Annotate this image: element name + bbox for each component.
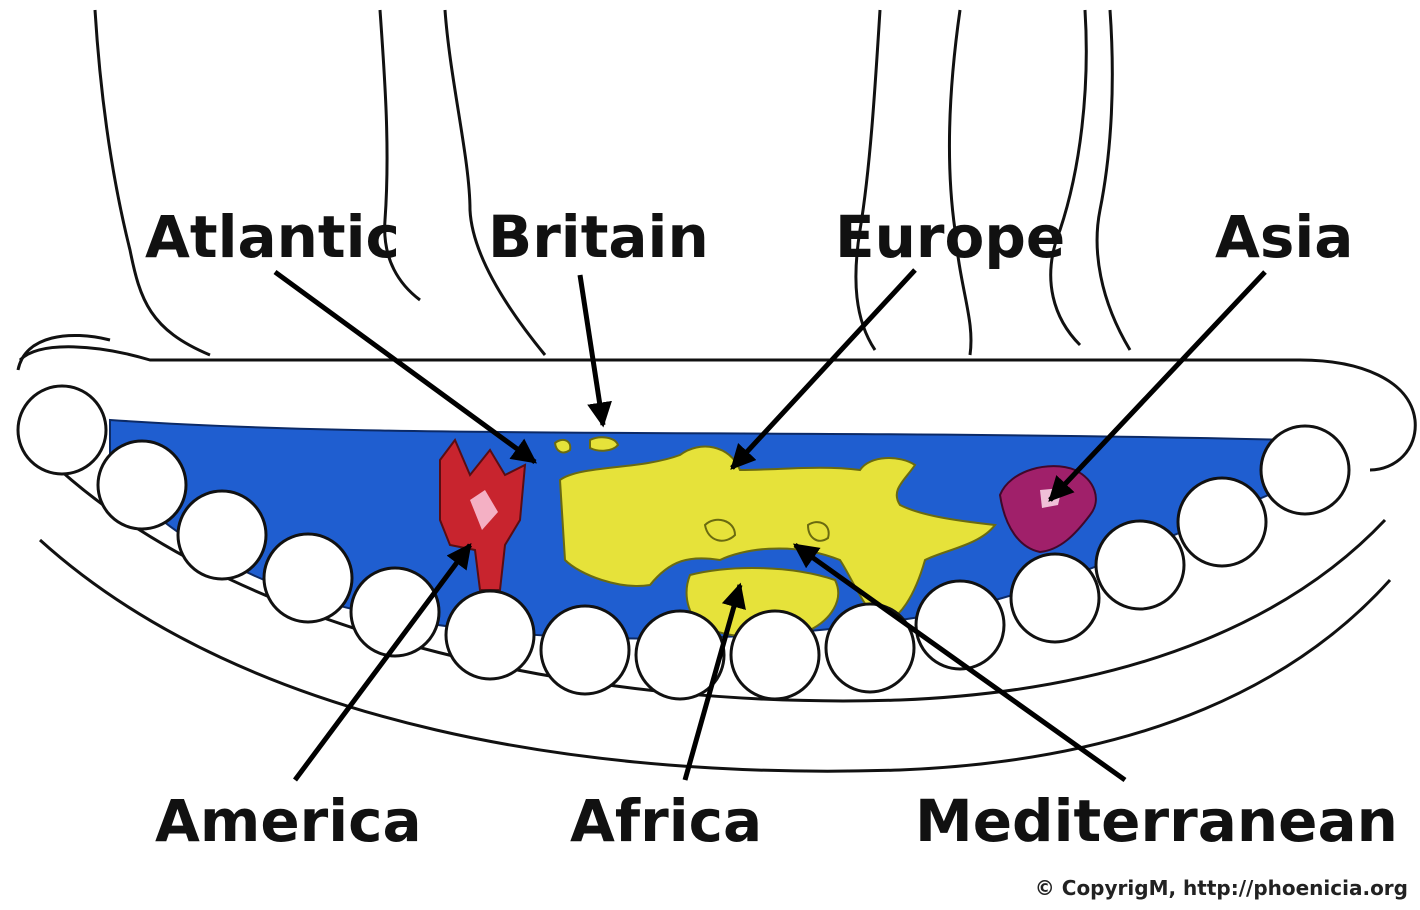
right-left-leg-outer: [445, 10, 545, 355]
bearing: [98, 441, 186, 529]
bearing: [446, 591, 534, 679]
bearing: [541, 606, 629, 694]
bearing: [1178, 478, 1266, 566]
copyright-notice: © CopyrigM, http://phoenicia.org: [1035, 878, 1408, 898]
label-britain: Britain: [488, 208, 709, 266]
right-leg-inner: [1097, 10, 1130, 350]
label-asia: Asia: [1215, 208, 1353, 266]
small-island-1: [555, 440, 570, 452]
britain-island: [590, 437, 618, 450]
bearing: [1011, 554, 1099, 642]
bearing: [826, 604, 914, 692]
center-leg-right: [950, 10, 971, 355]
bearing: [178, 491, 266, 579]
legs: [18, 10, 1130, 370]
left-leg-outer: [95, 10, 210, 355]
label-mediterranean: Mediterranean: [915, 792, 1398, 850]
bearing: [1096, 521, 1184, 609]
bearing: [264, 534, 352, 622]
label-africa: Africa: [570, 792, 762, 850]
label-europe: Europe: [835, 208, 1065, 266]
label-america: America: [155, 792, 422, 850]
label-atlantic: Atlantic: [145, 208, 400, 266]
bearing: [1261, 426, 1349, 514]
bearing: [18, 386, 106, 474]
bearing: [916, 581, 1004, 669]
right-leg-outer: [1051, 10, 1087, 345]
arrow-britain: [580, 275, 603, 425]
center-leg-left: [856, 10, 880, 350]
bearing: [731, 611, 819, 699]
